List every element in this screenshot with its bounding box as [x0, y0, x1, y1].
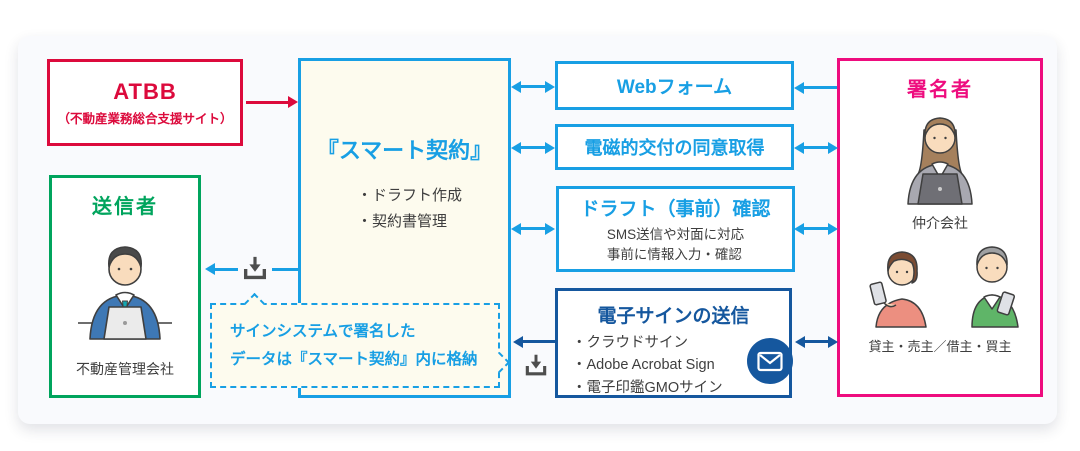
arrow-system-consent-head-left	[511, 142, 521, 154]
sender-person-laptop-illustration	[78, 246, 172, 340]
download-icon	[243, 256, 267, 280]
note-line: サインシステムで署名した	[230, 322, 416, 340]
arrow-system-webform-head-left	[511, 81, 521, 93]
signer-bottom-label: 貸主・売主／借主・買主	[868, 339, 1012, 354]
sender-box: 送信者 不動産管理会社	[49, 175, 201, 398]
arrow-system-to-sender-head	[205, 263, 215, 275]
arrow-system-webform-head-right	[545, 81, 555, 93]
step-esign-item: ・電子印鑑GMOサイン	[572, 379, 723, 396]
download-icon	[525, 354, 546, 375]
arrow-atbb-to-system-head	[288, 96, 298, 108]
owners-with-phones-illustration	[869, 246, 1019, 328]
step-draft-line: 事前に情報入力・確認	[606, 246, 742, 262]
arrow-system-consent-head-right	[545, 142, 555, 154]
arrow-system-webform	[519, 85, 547, 88]
arrow-signer-consent-head-left	[794, 142, 804, 154]
atbb-title: ATBB	[113, 78, 177, 104]
step-webform-title: Webフォーム	[616, 77, 733, 98]
atbb-subtitle: （不動産業務総合支援サイト）	[57, 111, 233, 126]
download-badge-left	[238, 252, 272, 286]
step-draft-title: ドラフト（事前）確認	[580, 198, 771, 220]
note-bubble: サインシステムで署名した データは『スマート契約』内に格納	[210, 303, 500, 388]
smart-contract-item: ・契約書管理	[357, 212, 448, 230]
arrow-signer-esign	[803, 340, 829, 343]
step-esign-box: 電子サインの送信 ・クラウドサイン ・Adobe Acrobat Sign ・電…	[555, 288, 792, 398]
arrow-signer-consent-head-right	[828, 142, 838, 154]
arrow-system-draft-head-left	[511, 223, 521, 235]
arrow-system-consent	[519, 146, 547, 149]
arrow-signer-draft-head-right	[828, 223, 838, 235]
note-line: データは『スマート契約』内に格納	[230, 350, 478, 368]
mail-badge	[747, 338, 793, 384]
step-consent-box: 電磁的交付の同意取得	[555, 124, 794, 170]
arrow-signer-consent	[802, 146, 829, 149]
agent-person-laptop-illustration	[907, 117, 973, 205]
arrow-signer-esign-head-right	[828, 336, 838, 348]
step-draft-line: SMS送信や対面に対応	[606, 226, 745, 242]
atbb-box: ATBB （不動産業務総合支援サイト）	[47, 59, 243, 146]
signer-box: 署名者 仲介会社	[837, 58, 1043, 397]
sender-title: 送信者	[92, 196, 158, 218]
step-esign-item: ・クラウドサイン	[572, 335, 688, 351]
mail-envelope-icon	[757, 351, 783, 371]
arrow-signer-to-webform	[802, 86, 837, 89]
step-webform-box: Webフォーム	[555, 61, 794, 110]
step-esign-title: 電子サインの送信	[597, 306, 750, 327]
arrow-signer-esign-head-left	[795, 336, 805, 348]
arrow-esign-to-system	[521, 340, 555, 343]
download-badge-bottom	[520, 350, 551, 381]
signer-title: 署名者	[907, 79, 973, 101]
smart-contract-title: 『スマート契約』	[316, 138, 493, 163]
step-draft-box: ドラフト（事前）確認 SMS送信や対面に対応 事前に情報入力・確認	[556, 186, 795, 272]
arrow-atbb-to-system	[246, 101, 290, 104]
sender-company-label: 不動産管理会社	[76, 361, 174, 377]
arrow-system-draft	[519, 227, 547, 230]
step-esign-item: ・Adobe Acrobat Sign	[572, 357, 715, 374]
arrow-system-draft-head-right	[545, 223, 555, 235]
arrow-signer-draft-head-left	[794, 223, 804, 235]
arrow-signer-to-webform-head	[794, 82, 804, 94]
arrow-signer-draft	[802, 227, 829, 230]
signer-top-label: 仲介会社	[912, 215, 968, 231]
arrow-esign-to-system-head	[513, 336, 523, 348]
smart-contract-item: ・ドラフト作成	[357, 187, 463, 204]
step-consent-title: 電磁的交付の同意取得	[584, 138, 765, 158]
